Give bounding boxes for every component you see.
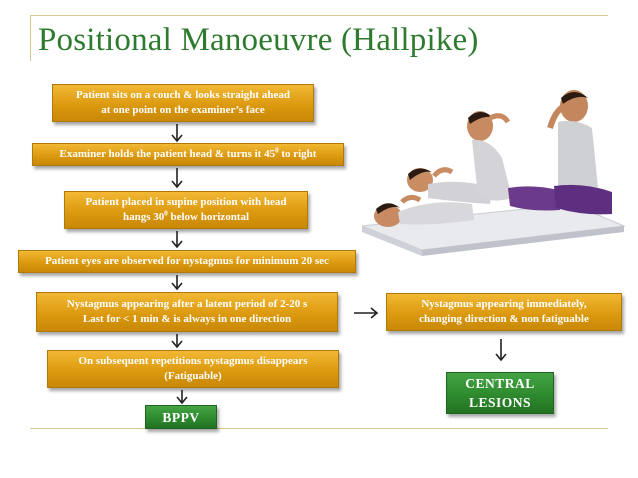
arrow-down-branch [495,339,507,362]
arrow-down-3 [171,231,183,249]
figure-sitting [547,90,612,215]
degree-superscript: 0 [164,209,168,218]
step-latent-nystagmus: Nystagmus appearing after a latent perio… [36,292,338,332]
figure-reclining [467,111,560,211]
slide-title: Positional Manoeuvre (Hallpike) [38,22,479,58]
result-central-lesions: CENTRAL LESIONS [446,372,554,414]
figure-lying-head-turned [407,167,492,204]
step-observe-eyes-text: Patient eyes are observed for nystagmus … [45,255,329,267]
branch-immediate-nystagmus: Nystagmus appearing immediately, changin… [386,293,622,331]
step-head-turn-text: Examiner holds the patient head & turns … [60,147,317,162]
arrow-down-1 [171,124,183,143]
step-head-turn-text-a: Examiner holds the patient head & turns … [59,148,276,160]
step-head-turn: Examiner holds the patient head & turns … [32,143,344,166]
arrow-down-6 [176,390,188,405]
bottom-rule [30,428,608,429]
step-supine-line2a: hangs 30 [122,211,165,223]
figure-lying-head-hanging [374,194,474,227]
arrow-down-2 [171,168,183,189]
arrow-down-5 [171,334,183,349]
branch-immediate-text: Nystagmus appearing immediately, changin… [419,298,589,325]
result-bppv: BPPV [145,405,217,429]
step-head-turn-text-b: to right [278,148,317,160]
step-observe-eyes: Patient eyes are observed for nystagmus … [18,250,356,273]
hallpike-illustration [362,90,626,256]
step-supine-text: Patient placed in supine position with h… [85,195,286,225]
arrow-down-4 [171,275,183,291]
step-patient-sits-text: Patient sits on a couch & looks straight… [76,89,290,116]
result-bppv-text: BPPV [162,409,200,425]
degree-superscript: 0 [275,146,279,155]
step-supine-line1: Patient placed in supine position with h… [85,196,287,208]
step-fatiguable: On subsequent repetitions nystagmus disa… [47,350,339,388]
top-rule [30,15,608,16]
result-central-text: CENTRAL LESIONS [465,376,535,410]
arrow-right-branch [354,307,379,319]
step-supine-line2b: below horizontal [167,211,250,223]
step-latent-nystagmus-text: Nystagmus appearing after a latent perio… [66,298,308,325]
left-rule [30,15,31,61]
step-supine-position: Patient placed in supine position with h… [64,191,308,229]
step-fatiguable-text: On subsequent repetitions nystagmus disa… [78,355,308,382]
step-patient-sits: Patient sits on a couch & looks straight… [52,84,314,122]
